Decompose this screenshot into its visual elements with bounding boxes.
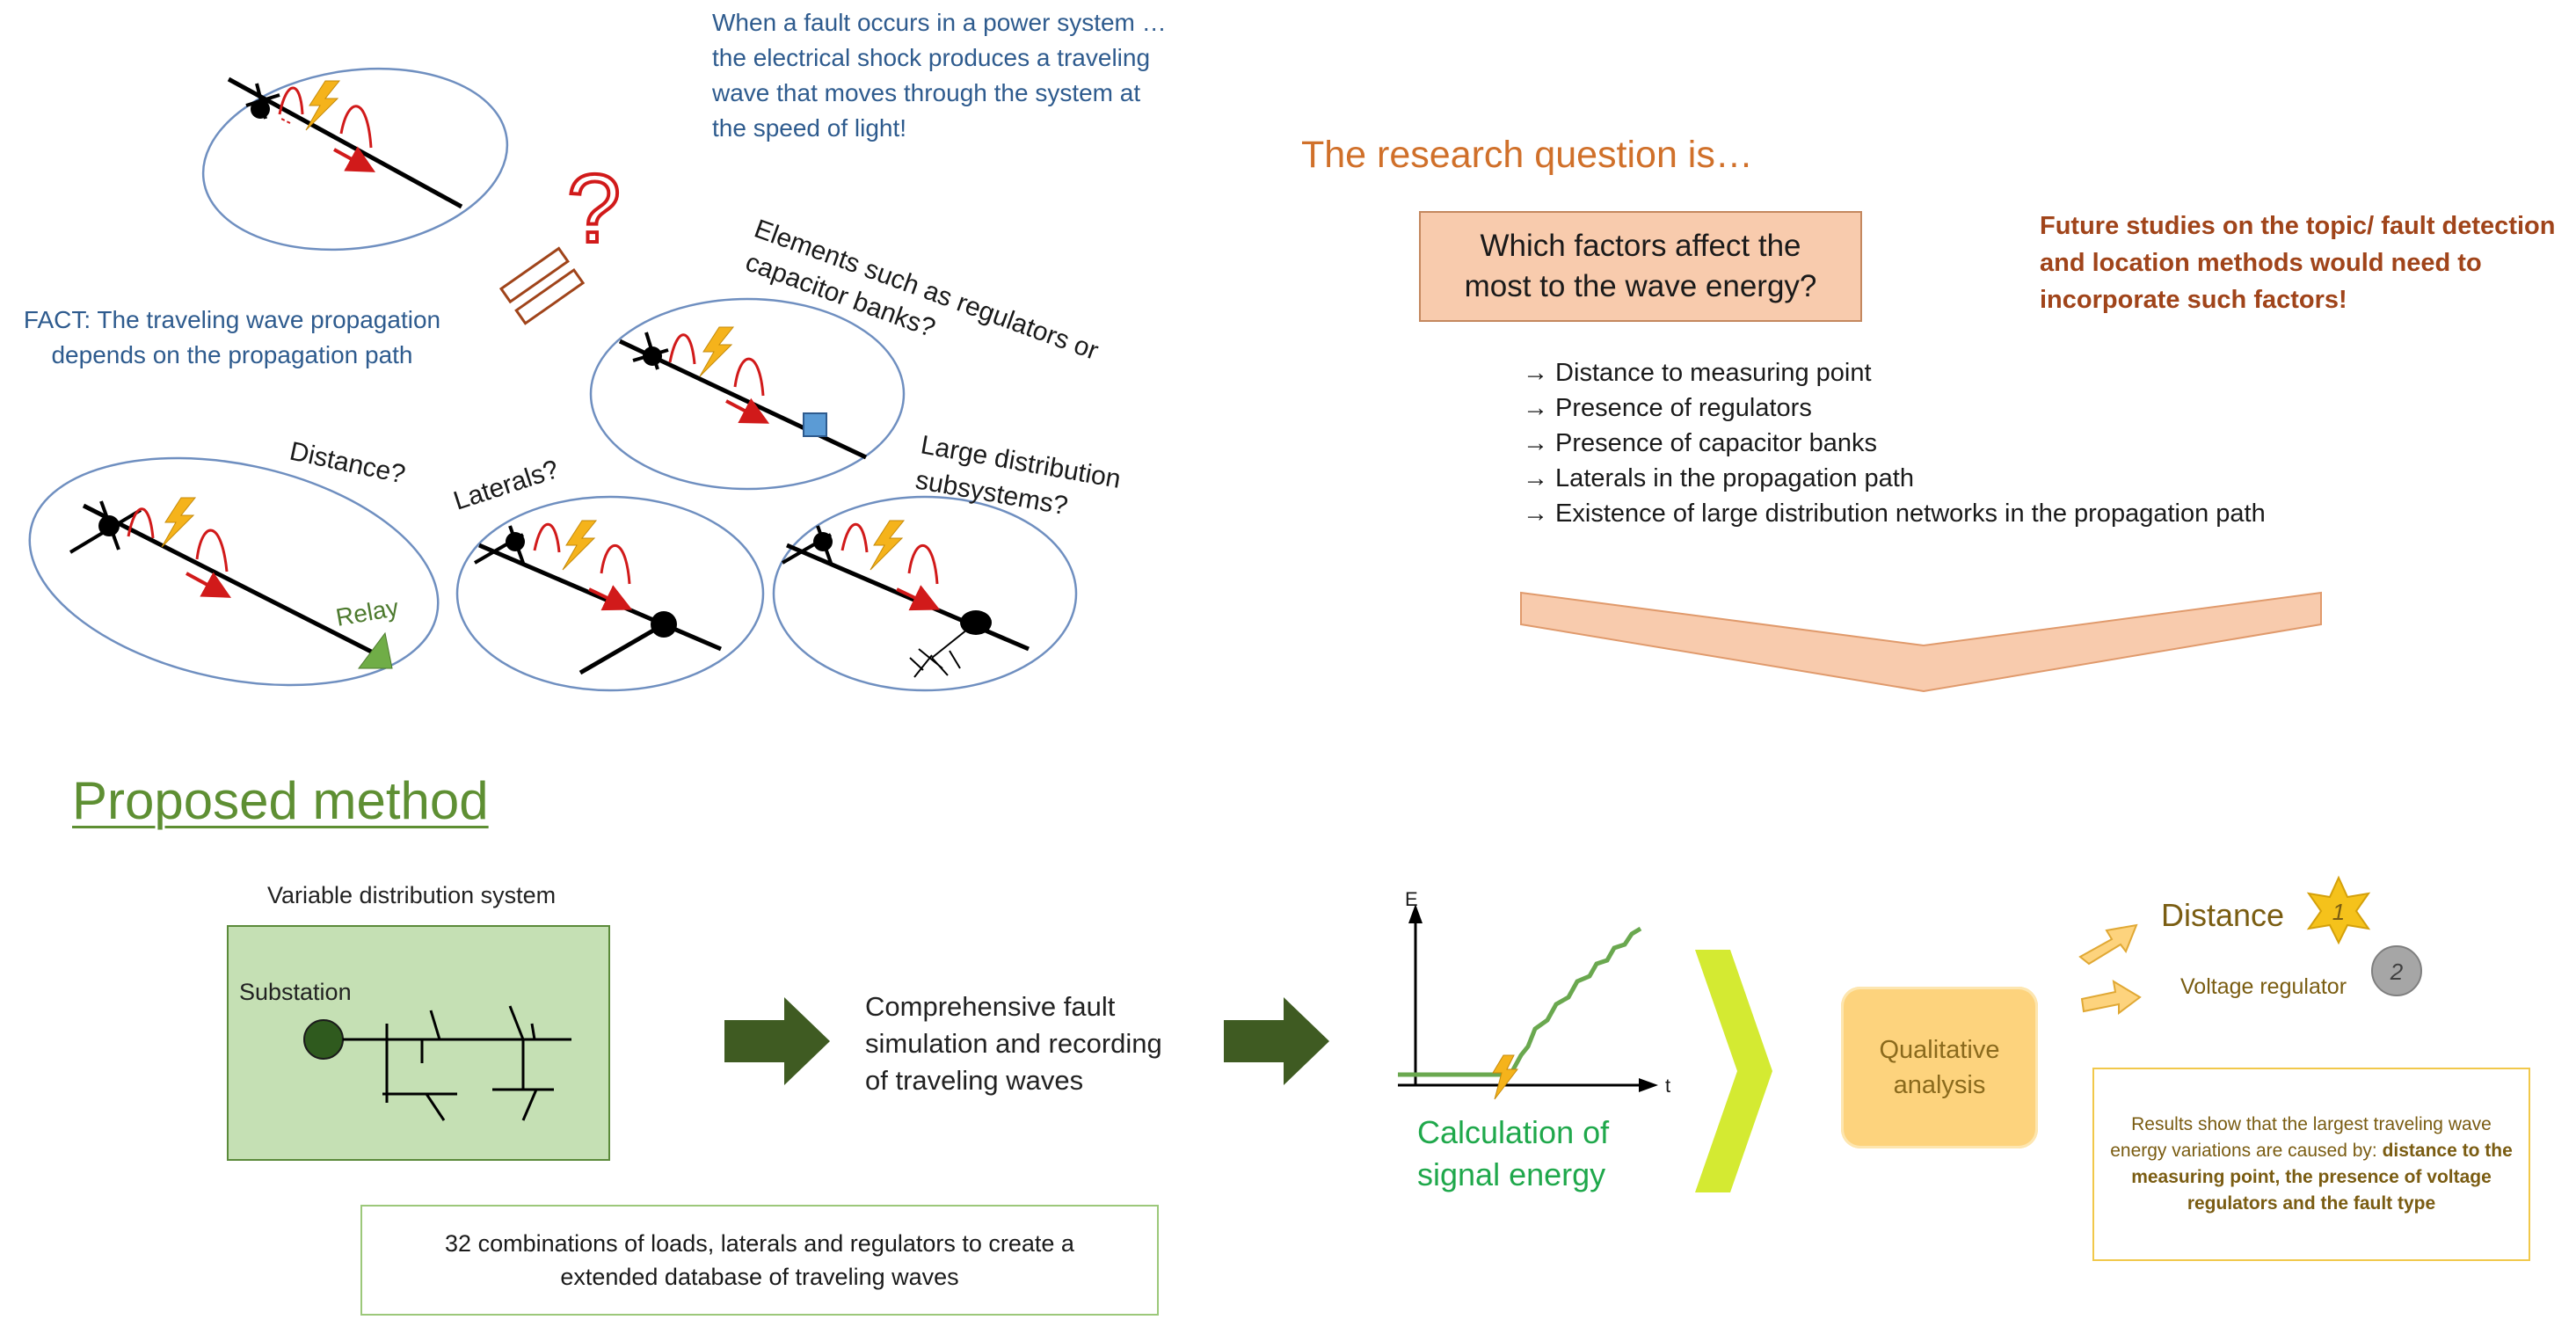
simulation-line-2: simulation and recording (865, 1028, 1162, 1059)
rank2-label: Voltage regulator (2180, 974, 2347, 999)
simulation-line-1: Comprehensive fault (865, 991, 1116, 1022)
future-line-2: and location methods would need to (2040, 249, 2482, 277)
factor-item: → Presence of capacitor banks (1523, 429, 1877, 457)
dark-arrow-icon-1 (724, 997, 830, 1085)
fault-illustration: ? (28, 67, 1123, 692)
system-label: Variable distribution system (267, 882, 557, 908)
rank1-label: Distance (2161, 897, 2285, 933)
future-line-3: incorporate such factors! (2040, 286, 2347, 314)
rank2-number: 2 (2390, 959, 2404, 985)
fault-description: When a fault occurs in a power system … … (712, 5, 1167, 146)
factor-item: → Existence of large distribution networ… (1523, 499, 2266, 528)
substation-label: Substation (239, 979, 352, 1005)
gray-circle-icon: 2 (2371, 945, 2422, 996)
fault-scene-distance (28, 456, 440, 687)
fault-line-1: When a fault occurs in a power system … (712, 9, 1167, 36)
lime-chevron-icon (1695, 950, 1772, 1192)
database-line-2: extended database of traveling waves (560, 1264, 959, 1290)
ranking-arrows (2078, 923, 2142, 1015)
fault-scene-top (201, 67, 509, 252)
down-chevron-icon (1520, 591, 2322, 693)
lightning-icon (1492, 1054, 1519, 1100)
research-question-box: Which factors affect the most to the wav… (1419, 211, 1862, 322)
calc-line-2: signal energy (1417, 1156, 1606, 1192)
not-equal-icon (498, 246, 586, 325)
fault-scene-large-subsystems (772, 495, 1078, 692)
future-studies-text: Future studies on the topic/ fault detec… (2040, 208, 2555, 318)
question-line-2: most to the wave energy? (1464, 269, 1817, 303)
arrow-up-icon (2078, 923, 2138, 966)
factor-item: → Distance to measuring point (1523, 359, 1872, 387)
fact-line-1: FACT: The traveling wave propagation (23, 306, 441, 333)
rank1-number: 1 (2332, 899, 2345, 925)
fault-scene-elements (589, 297, 906, 491)
results-plain: Results show that the largest traveling … (2110, 1114, 2492, 1161)
results-box: Results show that the largest traveling … (2092, 1068, 2530, 1261)
results-bold: distance to the measuring point, the pre… (2131, 1141, 2513, 1214)
database-line-1: 32 combinations of loads, laterals and r… (445, 1230, 1074, 1257)
factor-item: → Laterals in the propagation path (1523, 464, 1914, 492)
fault-line-2: the electrical shock produces a travelin… (712, 44, 1151, 71)
factors-list: → Distance to measuring point → Presence… (1523, 355, 2266, 531)
distribution-system-box: Substation (227, 925, 610, 1161)
axis-e-label: E (1405, 888, 1418, 910)
factor-item: → Presence of regulators (1523, 394, 1812, 422)
calc-line-1: Calculation of (1417, 1114, 1610, 1150)
energy-curve (1398, 926, 1642, 1077)
qualitative-line-1: Qualitative (1879, 1036, 2000, 1064)
proposed-method-title: Proposed method (72, 771, 489, 830)
gold-star-icon: 1 (2306, 875, 2371, 944)
fault-line-3: wave that moves through the system at (712, 79, 1141, 106)
qualitative-analysis-box: Qualitative analysis (1841, 987, 2038, 1148)
y-axis-arrow-icon (1408, 904, 1423, 923)
question-mark-icon: ? (567, 155, 621, 263)
qualitative-line-2: analysis (1893, 1071, 1986, 1099)
simulation-line-3: of traveling waves (865, 1065, 1084, 1096)
question-line-1: Which factors affect the (1480, 229, 1801, 263)
database-box: 32 combinations of loads, laterals and r… (360, 1205, 1159, 1316)
fact-line-2: depends on the propagation path (51, 341, 413, 368)
future-line-1: Future studies on the topic/ fault detec… (2040, 212, 2556, 240)
axis-t-label: t (1665, 1075, 1670, 1097)
calculation-text: Calculation of signal energy (1417, 1112, 1609, 1196)
network-diagram (303, 1005, 571, 1121)
arrow-right-icon (2080, 980, 2142, 1015)
dark-arrow-icon-2 (1224, 997, 1329, 1085)
results-text: Results show that the largest traveling … (2108, 1112, 2514, 1217)
simulation-text: Comprehensive fault simulation and recor… (865, 988, 1162, 1099)
fault-scene-laterals (455, 495, 765, 692)
fact-text: FACT: The traveling wave propagation dep… (12, 303, 452, 373)
energy-plot: E t (1398, 888, 1670, 1100)
x-axis-arrow-icon (1639, 1078, 1658, 1092)
research-title: The research question is… (1301, 134, 1753, 176)
fault-line-4: the speed of light! (712, 114, 907, 142)
relay-label: Relay (334, 594, 401, 631)
